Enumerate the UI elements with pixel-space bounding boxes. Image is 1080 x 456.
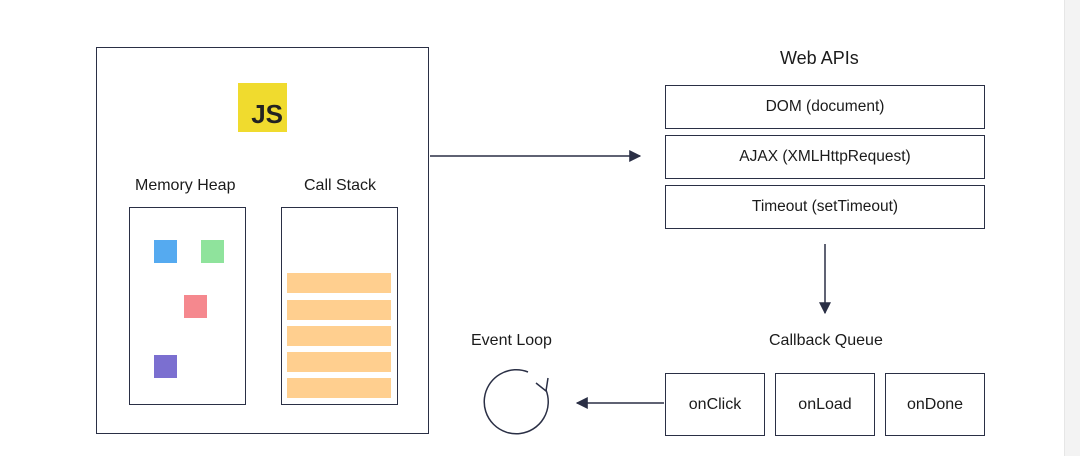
callback-queue-title: Callback Queue xyxy=(769,332,883,349)
stack-frame xyxy=(287,378,391,398)
web-api-dom: DOM (document) xyxy=(665,85,985,129)
stack-frame xyxy=(287,352,391,372)
memory-heap-label: Memory Heap xyxy=(135,177,236,194)
js-logo-text: JS xyxy=(251,99,283,129)
heap-object-purple xyxy=(154,355,177,378)
web-api-ajax: AJAX (XMLHttpRequest) xyxy=(665,135,985,179)
queue-item-onload: onLoad xyxy=(775,373,875,436)
web-apis-title: Web APIs xyxy=(780,48,859,68)
js-engine-container xyxy=(96,47,429,434)
queue-item-onclick: onClick xyxy=(665,373,765,436)
stack-frame xyxy=(287,326,391,346)
stack-frame xyxy=(287,273,391,293)
heap-object-red xyxy=(184,295,207,318)
event-loop-icon xyxy=(483,369,549,435)
event-loop-title: Event Loop xyxy=(471,332,552,349)
web-api-timeout: Timeout (setTimeout) xyxy=(665,185,985,229)
call-stack-label: Call Stack xyxy=(304,177,377,194)
queue-item-ondone: onDone xyxy=(885,373,985,436)
right-edge-strip xyxy=(1064,0,1080,456)
call-stack-box xyxy=(281,207,398,405)
memory-heap-box xyxy=(129,207,246,405)
heap-object-green xyxy=(201,240,224,263)
heap-object-blue xyxy=(154,240,177,263)
stack-frame xyxy=(287,300,391,320)
js-logo: JS xyxy=(238,83,287,132)
